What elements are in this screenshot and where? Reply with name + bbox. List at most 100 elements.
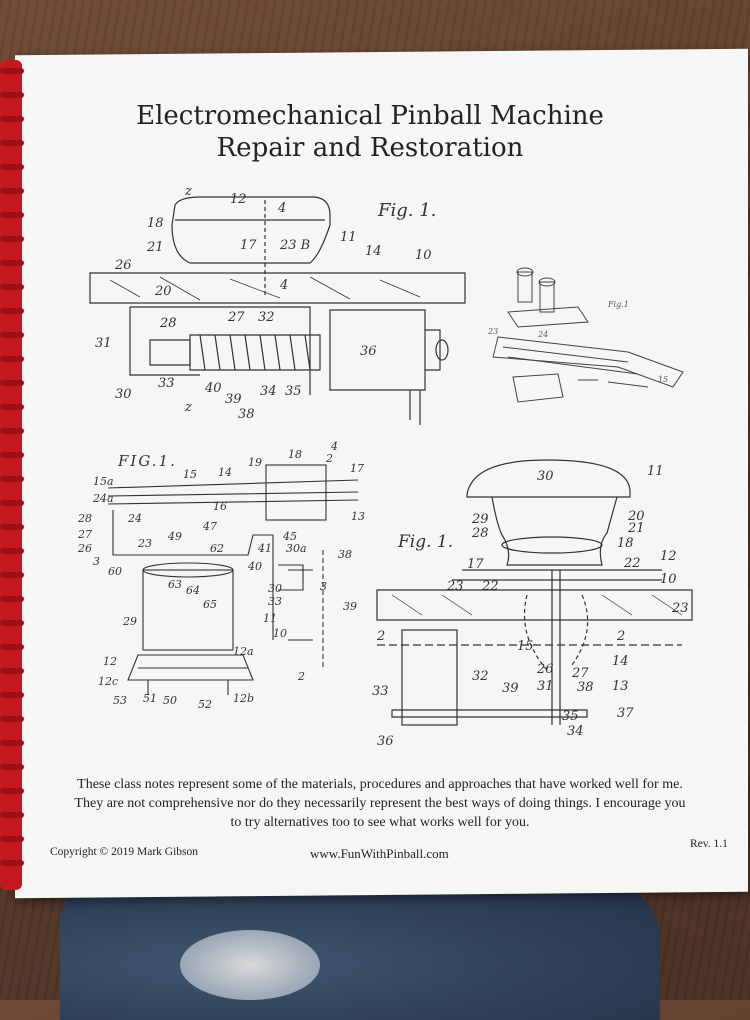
svg-text:11: 11 [263, 612, 277, 625]
class-notes-paragraph: These class notes represent some of the … [74, 777, 686, 830]
svg-text:24: 24 [127, 512, 142, 525]
svg-text:50: 50 [163, 694, 177, 707]
binding-coil [0, 260, 24, 266]
svg-text:22: 22 [481, 579, 499, 594]
binding-coil [0, 116, 24, 122]
figure-4-label: Fig. 1. [398, 532, 454, 552]
binding-coil [0, 740, 24, 746]
svg-text:18: 18 [288, 448, 302, 461]
svg-text:23 B: 23 B [279, 238, 310, 253]
svg-text:34: 34 [260, 384, 277, 399]
binding-coil [0, 620, 24, 626]
svg-text:33: 33 [372, 684, 389, 699]
svg-text:2: 2 [376, 629, 385, 644]
svg-text:38: 38 [238, 407, 255, 422]
svg-text:26: 26 [536, 662, 554, 677]
binding-coil [0, 788, 24, 794]
svg-text:19: 19 [248, 456, 262, 469]
document-title: Electromechanical Pinball Machine Repair… [60, 100, 680, 164]
binding-coil [0, 668, 24, 674]
svg-text:18: 18 [617, 536, 634, 551]
svg-text:30: 30 [115, 387, 132, 402]
svg-text:4: 4 [279, 278, 288, 293]
svg-text:4: 4 [330, 440, 338, 453]
svg-text:Fig.1: Fig.1 [607, 300, 629, 309]
svg-text:29: 29 [122, 615, 137, 628]
jeans-background [60, 880, 660, 1020]
binding-coil [0, 380, 24, 386]
svg-text:47: 47 [202, 520, 217, 533]
svg-text:51: 51 [143, 692, 157, 705]
svg-text:28: 28 [471, 526, 489, 541]
svg-text:53: 53 [113, 694, 127, 707]
svg-text:13: 13 [351, 510, 365, 523]
svg-text:12c: 12c [98, 675, 118, 688]
binding-coil [0, 428, 24, 434]
binding-coil [0, 68, 24, 74]
svg-text:10: 10 [660, 572, 677, 587]
svg-text:23: 23 [671, 601, 689, 616]
svg-text:34: 34 [567, 724, 584, 739]
binding-coil [0, 92, 24, 98]
svg-text:13: 13 [612, 679, 629, 694]
svg-text:38: 38 [338, 548, 352, 561]
svg-text:14: 14 [218, 466, 232, 479]
figure-1-label: Fig. 1. [378, 200, 437, 221]
svg-text:12a: 12a [233, 645, 254, 658]
svg-text:27: 27 [571, 666, 589, 681]
svg-text:64: 64 [186, 584, 200, 597]
binding-coil [0, 164, 24, 170]
binding-coil [0, 596, 24, 602]
title-line-2: Repair and Restoration [216, 133, 524, 163]
svg-text:60: 60 [108, 565, 122, 578]
svg-text:39: 39 [225, 392, 242, 407]
binding-coil [0, 572, 24, 578]
svg-text:63: 63 [168, 578, 182, 591]
svg-text:23: 23 [446, 579, 464, 594]
binding-coil [0, 860, 24, 866]
binding-coil [0, 548, 24, 554]
svg-text:15: 15 [517, 639, 534, 654]
comb-binding [0, 60, 24, 890]
binding-coil [0, 332, 24, 338]
binding-coil [0, 812, 24, 818]
svg-text:33: 33 [268, 595, 282, 608]
svg-text:62: 62 [210, 542, 224, 555]
binding-coil [0, 692, 24, 698]
svg-text:36: 36 [377, 734, 394, 749]
revision-text: Rev. 1.1 [690, 838, 728, 850]
svg-text:52: 52 [198, 698, 212, 711]
svg-text:14: 14 [612, 654, 629, 669]
binding-coil [0, 212, 24, 218]
svg-text:12: 12 [230, 192, 247, 207]
title-line-1: Electromechanical Pinball Machine [136, 101, 604, 131]
svg-text:36: 36 [360, 344, 377, 359]
svg-text:3: 3 [93, 555, 100, 568]
svg-text:30: 30 [537, 469, 554, 484]
binding-coil [0, 356, 24, 362]
svg-text:31: 31 [95, 336, 112, 351]
svg-text:45: 45 [282, 530, 297, 543]
svg-text:37: 37 [617, 706, 634, 721]
svg-text:12: 12 [660, 549, 677, 564]
svg-text:22: 22 [623, 556, 641, 571]
jeans-knee [180, 930, 320, 1000]
svg-text:21: 21 [146, 240, 164, 255]
svg-text:40: 40 [247, 560, 262, 573]
svg-text:33: 33 [158, 376, 175, 391]
svg-text:26: 26 [114, 258, 132, 273]
svg-text:10: 10 [415, 248, 432, 263]
binding-coil [0, 452, 24, 458]
svg-text:17: 17 [240, 238, 257, 253]
svg-text:20: 20 [627, 509, 645, 524]
svg-text:10: 10 [273, 627, 287, 640]
binding-coil [0, 236, 24, 242]
svg-text:65: 65 [203, 598, 217, 611]
svg-text:18: 18 [147, 216, 164, 231]
svg-text:3: 3 [320, 580, 327, 593]
svg-text:4: 4 [277, 201, 286, 216]
binding-coil [0, 140, 24, 146]
svg-text:17: 17 [350, 462, 364, 475]
svg-text:30: 30 [268, 582, 282, 595]
